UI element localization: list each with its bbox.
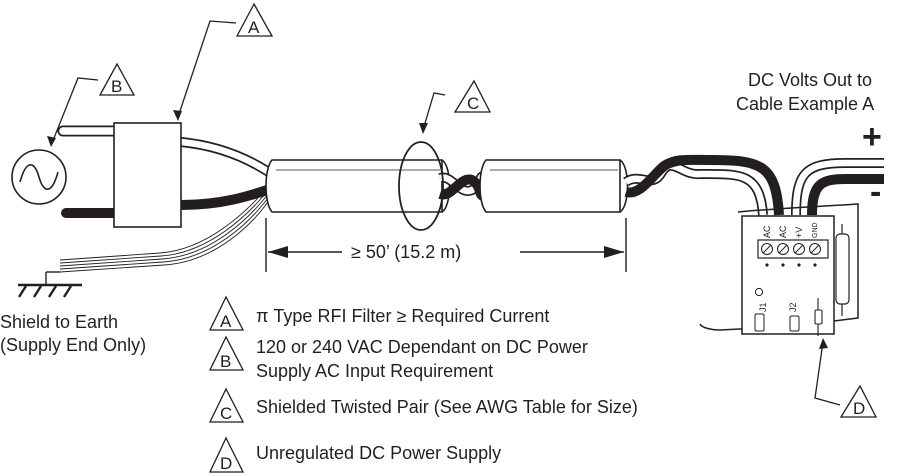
earth-ground-icon: [17, 271, 82, 298]
shield-label-line2: (Supply End Only): [0, 335, 146, 355]
terminal-label-gnd: GND: [812, 222, 819, 238]
length-dimension: [265, 218, 627, 272]
legend-text-d: Unregulated DC Power Supply: [256, 443, 501, 463]
jumper-label-j2: J2: [788, 302, 798, 312]
capacitor-icon: [835, 224, 850, 316]
terminal-label-ac1: AC: [762, 225, 772, 238]
marker-b-diagram: [98, 62, 136, 96]
legend-letter-b: B: [220, 352, 231, 371]
terminal-label-plus-v: +V: [794, 227, 804, 238]
cable-segment-right: [479, 159, 629, 213]
legend-item-d: D Unregulated DC Power Supply: [208, 436, 501, 473]
legend-item-c: C Shielded Twisted Pair (See AWG Table f…: [208, 387, 638, 423]
marker-d-diagram: [839, 384, 878, 418]
dc-output-wires: [791, 158, 884, 216]
fuse-icon: [814, 298, 823, 336]
legend: A π Type RFI Filter ≥ Required Current B…: [208, 295, 638, 473]
legend-letter-d: D: [220, 454, 232, 473]
jumper-label-j1: J1: [758, 302, 768, 312]
legend-item-b: B 120 or 240 VAC Dependant on DC Power S…: [208, 335, 588, 381]
shield-loop: [398, 141, 444, 231]
dc-out-label-line2: Cable Example A: [736, 94, 874, 114]
minus-sign: -: [870, 173, 881, 211]
dc-power-supply: AC AC +V GND J1 J2: [699, 203, 859, 336]
cable-segment-left: [265, 159, 451, 213]
terminal-screws: [757, 239, 829, 267]
legend-text-b-line2: Supply AC Input Requirement: [256, 361, 493, 381]
length-label: ≥ 50’ (15.2 m): [351, 242, 461, 262]
plus-sign: +: [862, 118, 882, 156]
legend-triangle-c: [208, 387, 245, 423]
twisted-pair-exposed: [438, 171, 486, 201]
callout-leaders: [51, 20, 841, 406]
shield-drain-wires: [59, 181, 277, 273]
callout-arrowheads: [47, 110, 828, 349]
legend-text-c: Shielded Twisted Pair (See AWG Table for…: [256, 397, 638, 417]
legend-triangle-b: [208, 335, 245, 371]
rfi-filter-box: [113, 122, 182, 228]
marker-a-letter: A: [248, 18, 260, 37]
legend-triangle-a: [208, 295, 245, 331]
marker-a-diagram: [235, 2, 274, 37]
ac-source-icon: [11, 149, 67, 205]
legend-text-b-line1: 120 or 240 VAC Dependant on DC Power: [256, 337, 588, 357]
legend-item-a: A π Type RFI Filter ≥ Required Current: [208, 295, 549, 331]
filter-output-wires: [180, 137, 279, 210]
legend-triangle-d: [208, 436, 245, 473]
legend-letter-a: A: [220, 312, 232, 331]
shield-label-line1: Shield to Earth: [0, 312, 118, 332]
marker-c-diagram: [453, 79, 492, 113]
jumper-j1: [754, 287, 765, 332]
terminal-label-ac2: AC: [778, 225, 788, 238]
pair-to-supply: [623, 154, 784, 216]
jumper-j2: [789, 315, 800, 332]
marker-d-letter: D: [853, 399, 865, 418]
legend-letter-c: C: [220, 404, 232, 423]
marker-c-letter: C: [467, 94, 479, 113]
marker-b-letter: B: [111, 77, 122, 96]
ac-input-wires: [57, 125, 120, 218]
dc-out-label-line1: DC Volts Out to: [748, 70, 872, 90]
marker-triangles: [98, 2, 878, 418]
legend-text-a: π Type RFI Filter ≥ Required Current: [256, 306, 549, 326]
